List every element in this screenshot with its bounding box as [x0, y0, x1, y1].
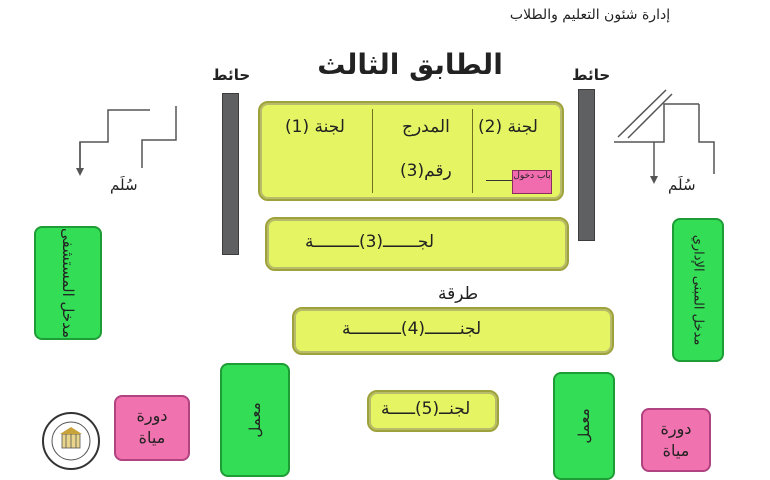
- right-stairs-label: سُلَم: [668, 176, 696, 194]
- amphitheater-label: المدرج: [402, 117, 450, 137]
- university-logo: [42, 412, 100, 470]
- admin-building-entrance-label: مدخل المبنى الإداري: [690, 234, 706, 346]
- restroom-left: دورة مياة: [114, 395, 190, 461]
- hospital-entrance-label: مدخل المستشفى: [59, 227, 77, 339]
- lab-left-label: معمل: [246, 402, 264, 438]
- corridor-label: طرقة: [438, 284, 479, 304]
- floor-title: الطابق الثالث: [317, 48, 503, 81]
- committee-5-label: لجنــ(5)ـــــة: [381, 399, 471, 419]
- committee-3-room: لجـــــــ(3)ـــــــــة: [265, 217, 569, 271]
- restroom-left-label: دورة مياة: [136, 406, 168, 447]
- hospital-entrance: مدخل المستشفى: [34, 226, 102, 340]
- left-stairs-label: سُلَم: [110, 176, 138, 194]
- committee-4-room: لجنـــــــ(4)ــــــــــة: [292, 307, 614, 355]
- left-wall-label: حائط: [212, 66, 251, 84]
- committee-5-room: لجنــ(5)ـــــة: [367, 390, 499, 432]
- committee-4-label: لجنـــــــ(4)ــــــــــة: [342, 319, 482, 339]
- admin-department-text: إدارة شئون التعليم والطلاب: [509, 7, 671, 23]
- university-logo-icon: [51, 421, 91, 461]
- committee-3-label: لجـــــــ(3)ـــــــــة: [305, 232, 435, 252]
- right-wall-label: حائط: [572, 66, 611, 84]
- entrance-door: باب دخول: [512, 170, 552, 194]
- left-stairs-icon: [76, 106, 177, 176]
- committee-2-label: لجنة (2): [478, 117, 538, 137]
- committee-1-label: لجنة (1): [285, 117, 345, 137]
- lab-right-label: معمل: [575, 408, 593, 444]
- lab-left: معمل: [220, 363, 290, 477]
- admin-building-entrance: مدخل المبنى الإداري: [672, 218, 724, 362]
- lab-right: معمل: [553, 372, 615, 480]
- right-stairs-icon: [614, 89, 715, 184]
- amphitheater-number-label: رقم(3): [400, 161, 452, 181]
- top-rooms-block: لجنة (1) المدرج رقم(3) لجنة (2) باب دخول: [258, 101, 564, 201]
- right-wall: [578, 89, 595, 241]
- restroom-right: دورة مياة: [641, 408, 711, 472]
- restroom-right-label: دورة مياة: [660, 419, 692, 460]
- left-wall: [222, 93, 239, 255]
